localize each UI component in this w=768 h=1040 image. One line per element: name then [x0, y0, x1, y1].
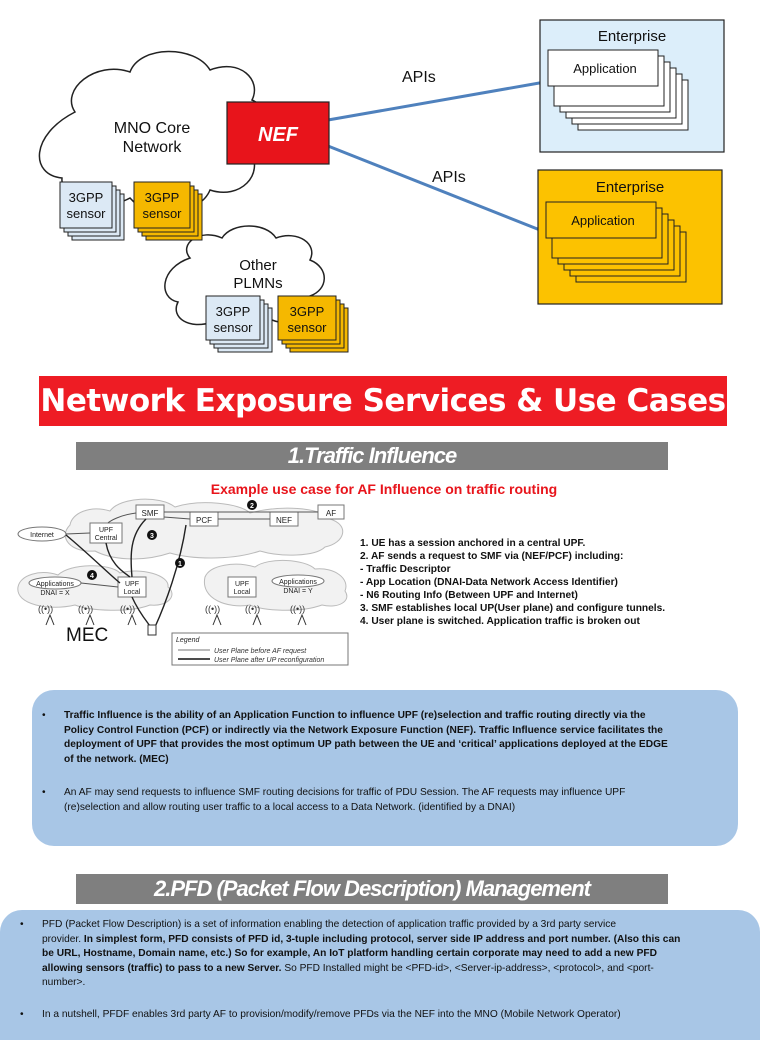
tower-icons	[45, 613, 307, 626]
section2-heading: 2.PFD (Packet Flow Description) Manageme…	[76, 874, 668, 904]
svg-text:UPF: UPF	[235, 581, 249, 588]
svg-text:sensor: sensor	[287, 320, 327, 335]
step-item: 3. SMF establishes local UP(User plane) …	[360, 603, 666, 614]
other-plmns-label-1: Other	[239, 257, 277, 274]
svg-text:Legend: Legend	[176, 637, 200, 644]
svg-text:Application: Application	[573, 61, 637, 76]
svg-text:User Plane before AF request: User Plane before AF request	[214, 648, 307, 655]
step-item: 2. AF sends a request to SMF via (NEF/PC…	[360, 551, 624, 562]
svg-text:4: 4	[90, 573, 94, 580]
step-marker-3: 3	[147, 530, 157, 540]
traffic-influence-steps: 1. UE has a session anchored in a centra…	[360, 537, 760, 628]
step-item: 4. User plane is switched. Application t…	[360, 616, 640, 627]
svg-text:((•)): ((•))	[245, 604, 260, 614]
enterprise-label-top: Enterprise	[598, 28, 666, 45]
apis-label-top: APIs	[402, 69, 436, 86]
step-item: - App Location (DNAI-Data Network Access…	[360, 577, 618, 588]
sensor-stack-orange-mno: 3GPP sensor	[133, 181, 203, 241]
diagram-links	[65, 511, 318, 630]
svg-text:((•)): ((•))	[120, 604, 135, 614]
svg-text:3GPP: 3GPP	[145, 190, 180, 205]
svg-text:Central: Central	[95, 535, 118, 542]
api-link-top	[327, 80, 546, 122]
svg-text:User Plane after UP reconfigur: User Plane after UP reconfiguration	[214, 657, 324, 664]
section1-heading: 1.Traffic Influence	[76, 442, 668, 470]
svg-text:Application: Application	[571, 213, 635, 228]
nef-label: NEF	[258, 124, 299, 146]
sensor-stack-blue-mno: 3GPP sensor	[59, 181, 125, 241]
svg-text:1: 1	[178, 561, 182, 568]
ue-phone-icon	[147, 624, 157, 636]
summary-bullet-2: • An AF may send requests to influence S…	[42, 787, 626, 813]
nef-architecture-diagram: MNO Core Network Other PLMNs 3GPP sensor…	[38, 19, 725, 353]
svg-text:Local: Local	[234, 589, 251, 596]
svg-text:3GPP: 3GPP	[216, 304, 251, 319]
svg-text:((•)): ((•))	[78, 604, 93, 614]
access-cloud-right	[204, 559, 348, 611]
step-marker-2: 2	[247, 500, 257, 510]
svg-text:Applications: Applications	[36, 581, 74, 588]
pfd-summary-box: • PFD (Packet Flow Description) is a set…	[0, 910, 760, 1040]
dnai-x-label: DNAI = X	[40, 590, 70, 597]
svg-text:((•)): ((•))	[205, 604, 220, 614]
svg-text:3: 3	[150, 533, 154, 540]
dnai-y-label: DNAI = Y	[283, 588, 313, 595]
api-link-bottom	[327, 144, 546, 234]
mno-core-label-1: MNO Core	[114, 120, 191, 137]
svg-text:2: 2	[250, 503, 254, 510]
svg-text:Local: Local	[124, 589, 141, 596]
svg-text:AF: AF	[326, 509, 336, 518]
banner-title: Network Exposure Services & Use Cases	[39, 376, 727, 426]
traffic-influence-summary-box: • Traffic Influence is the ability of an…	[32, 690, 738, 846]
svg-text:SMF: SMF	[142, 509, 159, 518]
step-item: - Traffic Descriptor	[360, 564, 451, 575]
svg-text:3GPP: 3GPP	[290, 304, 325, 319]
svg-text:Applications: Applications	[279, 579, 317, 586]
mno-core-label-2: Network	[123, 139, 183, 156]
svg-text:((•)): ((•))	[38, 604, 53, 614]
step-marker-1: 1	[175, 558, 185, 568]
mec-label: MEC	[66, 625, 108, 646]
enterprise-label-bottom: Enterprise	[596, 179, 664, 196]
step-marker-4: 4	[87, 570, 97, 580]
bullet-icon: •	[20, 919, 24, 930]
pfd-bullet-1: • PFD (Packet Flow Description) is a set…	[20, 919, 681, 988]
section1-subtitle: Example use case for AF Influence on tra…	[210, 481, 558, 497]
antenna-icons: ((•)) ((•)) ((•)) ((•)) ((•)) ((•))	[38, 604, 305, 614]
upf-local-node-right	[227, 576, 257, 598]
step-item: 1. UE has a session anchored in a centra…	[360, 538, 586, 549]
svg-text:sensor: sensor	[66, 206, 106, 221]
svg-text:NEF: NEF	[276, 516, 292, 525]
svg-text:sensor: sensor	[142, 206, 182, 221]
bullet-icon: •	[42, 787, 46, 798]
svg-text:UPF: UPF	[125, 581, 139, 588]
svg-text:3GPP: 3GPP	[69, 190, 104, 205]
summary-bullet-1: • Traffic Influence is the ability of an…	[42, 710, 668, 765]
sensor-stack-blue-plmn: 3GPP sensor	[205, 295, 273, 353]
nef-box	[226, 101, 330, 165]
bullet-icon: •	[20, 1009, 24, 1020]
step-item: - N6 Routing Info (Between UPF and Inter…	[360, 590, 578, 601]
svg-text:UPF: UPF	[99, 527, 113, 534]
other-plmns-label-2: PLMNs	[233, 275, 282, 292]
svg-text:((•)): ((•))	[290, 604, 305, 614]
applications-node-right	[271, 574, 325, 588]
traffic-influence-diagram: SMF PCF NEF AF Internet UPF Central UPF …	[17, 498, 349, 666]
svg-text:sensor: sensor	[213, 320, 253, 335]
application-stack-top: Application	[547, 49, 689, 131]
apis-label-bottom: APIs	[432, 169, 466, 186]
pfd-bullet-2: • In a nutshell, PFDF enables 3rd party …	[20, 1008, 756, 1023]
sensor-stack-orange-plmn: 3GPP sensor	[277, 295, 349, 353]
application-stack-bottom: Application	[545, 201, 687, 283]
bullet-icon: •	[42, 710, 46, 721]
svg-text:Internet: Internet	[30, 532, 54, 539]
svg-text:PCF: PCF	[196, 516, 212, 525]
